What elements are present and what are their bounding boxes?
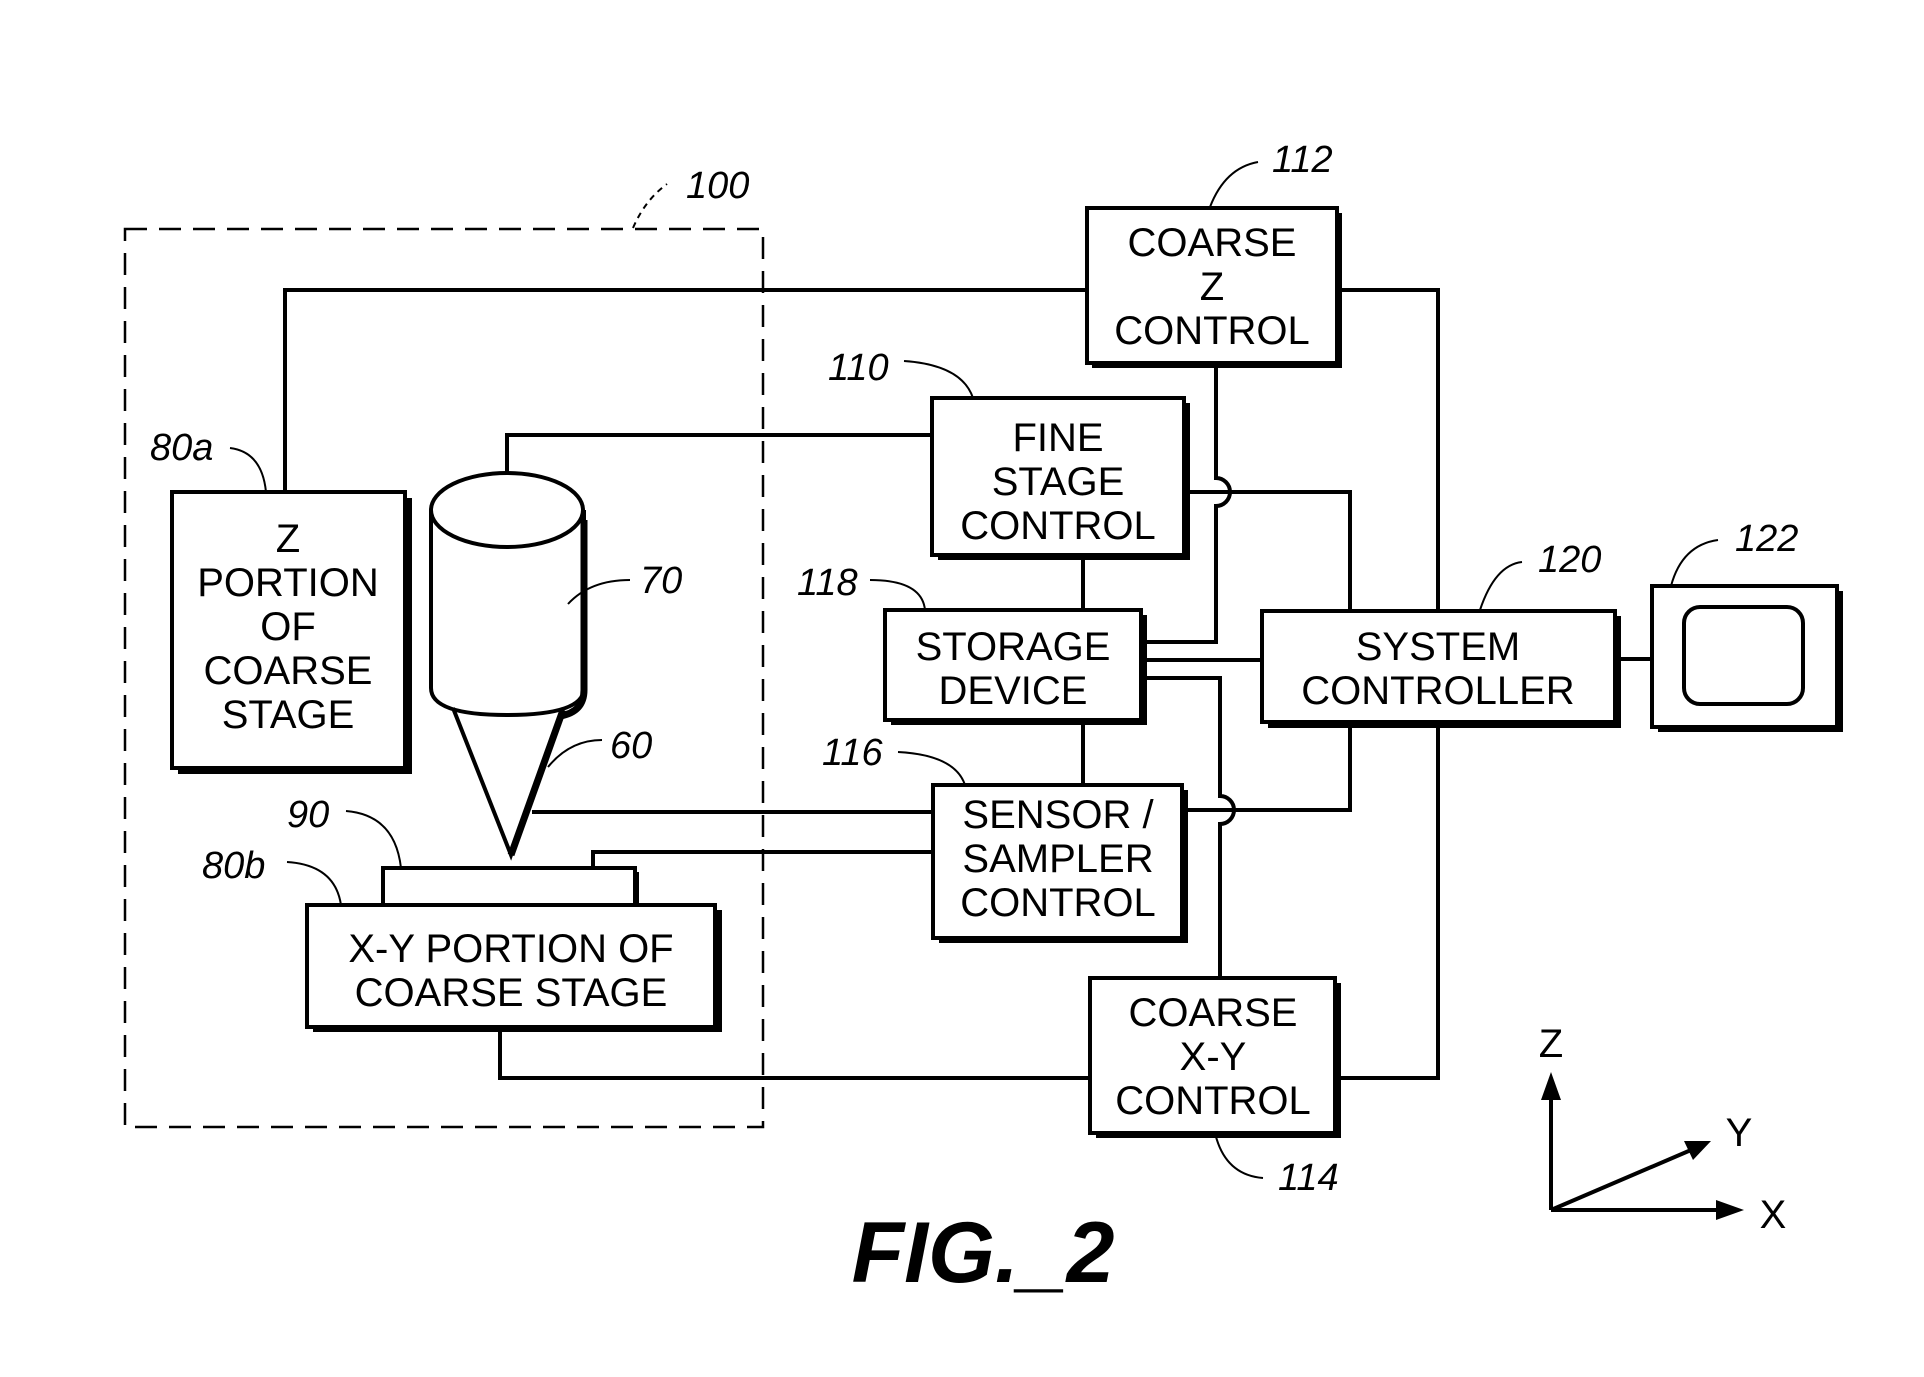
z-stage-ref-label: 80a bbox=[150, 427, 213, 469]
fine-stage-control-line-1: FINE bbox=[1012, 416, 1103, 460]
fine-stage-control-block: FINE STAGE CONTROL 110 bbox=[828, 347, 1190, 560]
z-axis-arrow-icon bbox=[1541, 1072, 1561, 1100]
z-stage-leader bbox=[230, 448, 266, 492]
z-stage-line-1: Z bbox=[276, 517, 300, 561]
system-controller-ref-label: 120 bbox=[1538, 539, 1601, 581]
system-controller-line-1: SYSTEM bbox=[1356, 625, 1520, 669]
coarse-z-control-leader bbox=[1210, 162, 1258, 207]
figure-caption: FIG._2 bbox=[852, 1205, 1115, 1301]
y-axis-line bbox=[1551, 1147, 1698, 1210]
x-axis-arrow-icon bbox=[1716, 1200, 1744, 1220]
probe-body-top bbox=[431, 473, 583, 547]
coarse-z-control-ref-label: 112 bbox=[1272, 139, 1333, 181]
sensor-sampler-control-line-2: SAMPLER bbox=[962, 837, 1153, 881]
xy-stage-leader bbox=[287, 862, 341, 905]
assembly-ref-label: 100 bbox=[686, 165, 749, 207]
display-block: 122 bbox=[1652, 518, 1843, 732]
coordinate-axes: Z Y X bbox=[1539, 1022, 1787, 1237]
coarse-xy-control-line-2: X-Y bbox=[1180, 1035, 1247, 1079]
x-axis-label: X bbox=[1760, 1193, 1787, 1237]
z-stage-line-2: PORTION bbox=[197, 561, 379, 605]
sensor-sampler-control-line-3: CONTROL bbox=[960, 881, 1156, 925]
probe-tip-ref-label: 60 bbox=[610, 725, 652, 767]
display-leader bbox=[1671, 540, 1718, 586]
xy-stage-line-2: COARSE STAGE bbox=[355, 971, 668, 1015]
fine-stage-control-ref-label: 110 bbox=[828, 347, 889, 389]
sensor-sampler-control-ref-label: 116 bbox=[822, 732, 883, 774]
z-axis-label: Z bbox=[1539, 1022, 1563, 1066]
system-controller-leader bbox=[1480, 562, 1522, 610]
wire-probe-to-fine-stage bbox=[507, 435, 932, 473]
coarse-xy-control-ref-label: 114 bbox=[1278, 1157, 1339, 1199]
system-controller-line-2: CONTROLLER bbox=[1301, 669, 1574, 713]
coarse-xy-control-line-3: CONTROL bbox=[1115, 1079, 1311, 1123]
wire-sensor-to-system bbox=[1182, 722, 1350, 810]
system-controller-block: SYSTEM CONTROLLER 120 bbox=[1262, 539, 1621, 728]
assembly-leader bbox=[633, 184, 667, 228]
fine-stage-control-leader bbox=[904, 361, 973, 398]
sensor-sampler-control-block: SENSOR / SAMPLER CONTROL 116 bbox=[822, 732, 1188, 943]
z-stage-line-4: COARSE bbox=[204, 649, 373, 693]
display-ref-label: 122 bbox=[1735, 518, 1798, 560]
sample-ref-label: 90 bbox=[287, 794, 329, 836]
coarse-xy-control-line-1: COARSE bbox=[1129, 991, 1298, 1035]
wire-fine-stage-to-system bbox=[1185, 492, 1350, 611]
storage-device-line-1: STORAGE bbox=[916, 625, 1111, 669]
xy-stage-ref-label: 80b bbox=[202, 845, 265, 887]
xy-stage-line-1: X-Y PORTION OF bbox=[348, 927, 673, 971]
sensor-sampler-control-leader bbox=[898, 752, 965, 785]
coarse-z-control-line-2: Z bbox=[1200, 265, 1224, 309]
coarse-xy-control-block: COARSE X-Y CONTROL 114 bbox=[1090, 978, 1341, 1199]
y-axis-label: Y bbox=[1726, 1111, 1753, 1155]
probe: 70 60 bbox=[431, 473, 682, 855]
probe-tip-leader bbox=[548, 740, 602, 767]
probe-body-leader bbox=[568, 580, 630, 604]
wire-coarse-xy-to-xy-stage bbox=[500, 1027, 1090, 1078]
z-stage-block: Z PORTION OF COARSE STAGE 80a bbox=[150, 427, 412, 774]
z-stage-line-3: OF bbox=[260, 605, 316, 649]
fine-stage-control-line-2: STAGE bbox=[992, 460, 1125, 504]
fine-stage-control-line-3: CONTROL bbox=[960, 504, 1156, 548]
storage-device-leader bbox=[870, 580, 925, 610]
probe-tip-cone bbox=[453, 708, 563, 855]
probe-body-outline bbox=[431, 510, 584, 715]
z-stage-line-5: STAGE bbox=[222, 693, 355, 737]
sample-box bbox=[383, 868, 635, 905]
sensor-sampler-control-line-1: SENSOR / bbox=[962, 793, 1154, 837]
coarse-z-control-block: COARSE Z CONTROL 112 bbox=[1087, 139, 1342, 368]
storage-device-block: STORAGE DEVICE 118 bbox=[797, 562, 1147, 725]
storage-device-line-2: DEVICE bbox=[939, 669, 1088, 713]
coarse-z-control-line-1: COARSE bbox=[1128, 221, 1297, 265]
coarse-xy-control-leader bbox=[1215, 1133, 1263, 1178]
storage-device-ref-label: 118 bbox=[797, 562, 858, 604]
coarse-z-control-line-3: CONTROL bbox=[1114, 309, 1310, 353]
wire-coarse-z-to-system bbox=[1337, 290, 1438, 611]
probe-body-ref-label: 70 bbox=[640, 560, 682, 602]
sample-leader bbox=[346, 811, 401, 868]
